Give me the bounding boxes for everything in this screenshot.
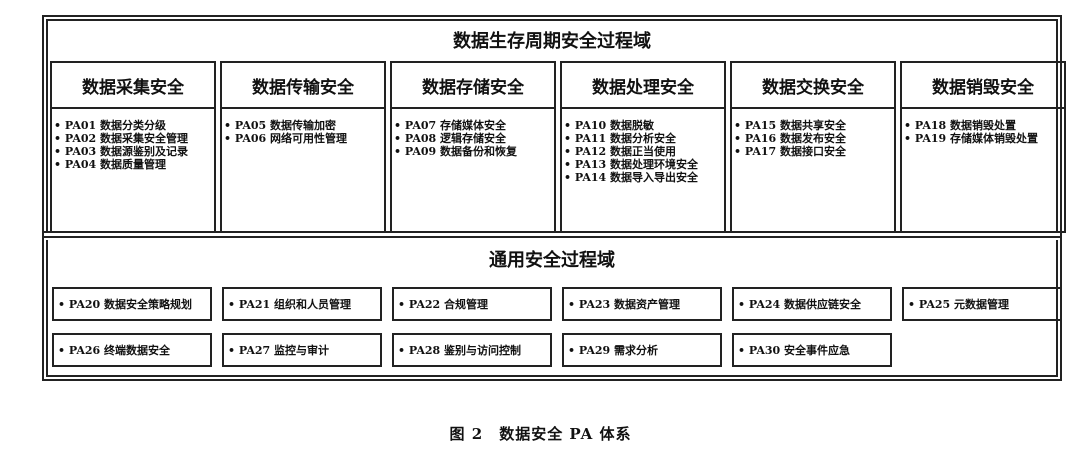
pa-item: • PA16 数据发布安全	[734, 132, 847, 145]
pa-item-label: PA25 元数据管理	[918, 298, 1010, 311]
general-domain-title: 通用安全过程域	[489, 250, 615, 271]
pa-item: • PA08 逻辑存储安全	[394, 132, 507, 145]
pa-item-label: PA17 数据接口安全	[744, 145, 847, 158]
pa-item: • PA04 数据质量管理	[54, 158, 167, 171]
pa-item: • PA09 数据备份和恢复	[394, 145, 518, 158]
pa-item: • PA18 数据销毁处置	[904, 119, 1017, 132]
lifecycle-column: 数据销毁安全• PA18 数据销毁处置• PA19 存储媒体销毁处置	[900, 61, 1066, 233]
pa-item-label: PA18 数据销毁处置	[914, 119, 1017, 132]
pa-item: • PA19 存储媒体销毁处置	[904, 132, 1039, 145]
pa-list: • PA10 数据脱敏• PA11 数据分析安全• PA12 数据正当使用• P…	[562, 109, 724, 184]
pa-item: • PA05 数据传输加密	[224, 119, 337, 132]
pa-item-label: PA14 数据导入导出安全	[574, 171, 699, 184]
lifecycle-column: 数据处理安全• PA10 数据脱敏• PA11 数据分析安全• PA12 数据正…	[560, 61, 726, 233]
pa-item: • PA06 网络可用性管理	[224, 132, 348, 145]
lifecycle-column: 数据采集安全• PA01 数据分类分级• PA02 数据采集安全管理• PA03…	[50, 61, 216, 233]
pa-item-label: PA29 需求分析	[578, 344, 659, 357]
pa-item-label: PA28 鉴别与访问控制	[408, 344, 522, 357]
pa-item-label: PA03 数据源鉴别及记录	[64, 145, 189, 158]
general-pa-item: • PA23 数据资产管理	[562, 287, 722, 321]
pa-list: • PA15 数据共享安全• PA16 数据发布安全• PA17 数据接口安全	[732, 109, 894, 158]
pa-list: • PA05 数据传输加密• PA06 网络可用性管理	[222, 109, 384, 145]
column-title: 数据存储安全	[392, 63, 554, 109]
pa-item-label: PA22 合规管理	[408, 298, 489, 311]
pa-item: • PA11 数据分析安全	[564, 132, 677, 145]
pa-item: • PA10 数据脱敏	[564, 119, 655, 132]
pa-item-label: PA26 终端数据安全	[68, 344, 171, 357]
general-pa-item: • PA28 鉴别与访问控制	[392, 333, 552, 367]
column-title: 数据传输安全	[222, 63, 384, 109]
general-pa-item: • PA25 元数据管理	[902, 287, 1062, 321]
lifecycle-column: 数据传输安全• PA05 数据传输加密• PA06 网络可用性管理	[220, 61, 386, 233]
pa-item-label: PA20 数据安全策略规划	[68, 298, 193, 311]
pa-item-label: PA12 数据正当使用	[574, 145, 677, 158]
pa-item: • PA07 存储媒体安全	[394, 119, 507, 132]
general-pa-item: • PA29 需求分析	[562, 333, 722, 367]
pa-item-label: PA15 数据共享安全	[744, 119, 847, 132]
pa-item-label: PA02 数据采集安全管理	[64, 132, 189, 145]
pa-item: • PA15 数据共享安全	[734, 119, 847, 132]
figure-caption: 图 2 数据安全 PA 体系	[449, 425, 632, 443]
lifecycle-domain: 数据生存周期安全过程域 数据采集安全• PA01 数据分类分级• PA02 数据…	[46, 19, 1066, 233]
pa-item-label: PA13 数据处理环境安全	[574, 158, 699, 171]
pa-list: • PA01 数据分类分级• PA02 数据采集安全管理• PA03 数据源鉴别…	[52, 109, 214, 171]
column-title: 数据销毁安全	[902, 63, 1064, 109]
pa-item-label: PA10 数据脱敏	[574, 119, 655, 132]
pa-item-label: PA23 数据资产管理	[578, 298, 681, 311]
pa-list: • PA18 数据销毁处置• PA19 存储媒体销毁处置	[902, 109, 1064, 145]
pa-item-label: PA16 数据发布安全	[744, 132, 847, 145]
pa-item: • PA17 数据接口安全	[734, 145, 847, 158]
pa-item: • PA03 数据源鉴别及记录	[54, 145, 189, 158]
pa-item-label: PA04 数据质量管理	[64, 158, 167, 171]
pa-item-label: PA19 存储媒体销毁处置	[914, 132, 1039, 145]
lifecycle-column: 数据交换安全• PA15 数据共享安全• PA16 数据发布安全• PA17 数…	[730, 61, 896, 233]
pa-item-label: PA27 监控与审计	[238, 344, 330, 357]
general-pa-item: • PA24 数据供应链安全	[732, 287, 892, 321]
pa-item-label: PA05 数据传输加密	[234, 119, 337, 132]
general-pa-item: • PA20 数据安全策略规划	[52, 287, 212, 321]
pa-item-label: PA08 逻辑存储安全	[404, 132, 507, 145]
pa-list: • PA07 存储媒体安全• PA08 逻辑存储安全• PA09 数据备份和恢复	[392, 109, 554, 158]
pa-item-label: PA01 数据分类分级	[64, 119, 167, 132]
general-pa-item: • PA26 终端数据安全	[52, 333, 212, 367]
pa-system-diagram: 数据生存周期安全过程域 数据采集安全• PA01 数据分类分级• PA02 数据…	[42, 15, 1066, 381]
pa-item-label: PA11 数据分析安全	[574, 132, 677, 145]
lifecycle-domain-title: 数据生存周期安全过程域	[453, 31, 651, 52]
pa-item-label: PA06 网络可用性管理	[234, 132, 348, 145]
pa-item: • PA02 数据采集安全管理	[54, 132, 189, 145]
pa-item: • PA13 数据处理环境安全	[564, 158, 699, 171]
pa-item: • PA12 数据正当使用	[564, 145, 677, 158]
pa-item: • PA01 数据分类分级	[54, 119, 167, 132]
pa-item: • PA14 数据导入导出安全	[564, 171, 699, 184]
pa-item-label: PA21 组织和人员管理	[238, 298, 352, 311]
column-title: 数据采集安全	[52, 63, 214, 109]
general-domain: 通用安全过程域 • PA20 数据安全策略规划 • PA21 组织和人员管理 • P…	[46, 240, 1062, 377]
column-title: 数据交换安全	[732, 63, 894, 109]
section-divider	[44, 231, 1060, 238]
pa-item-label: PA24 数据供应链安全	[748, 298, 862, 311]
general-pa-item: • PA21 组织和人员管理	[222, 287, 382, 321]
general-pa-item: • PA22 合规管理	[392, 287, 552, 321]
general-pa-item: • PA30 安全事件应急	[732, 333, 892, 367]
pa-item-label: PA30 安全事件应急	[748, 344, 851, 357]
general-pa-item: • PA27 监控与审计	[222, 333, 382, 367]
column-title: 数据处理安全	[562, 63, 724, 109]
pa-item-label: PA09 数据备份和恢复	[404, 145, 518, 158]
lifecycle-column: 数据存储安全• PA07 存储媒体安全• PA08 逻辑存储安全• PA09 数…	[390, 61, 556, 233]
pa-item-label: PA07 存储媒体安全	[404, 119, 507, 132]
